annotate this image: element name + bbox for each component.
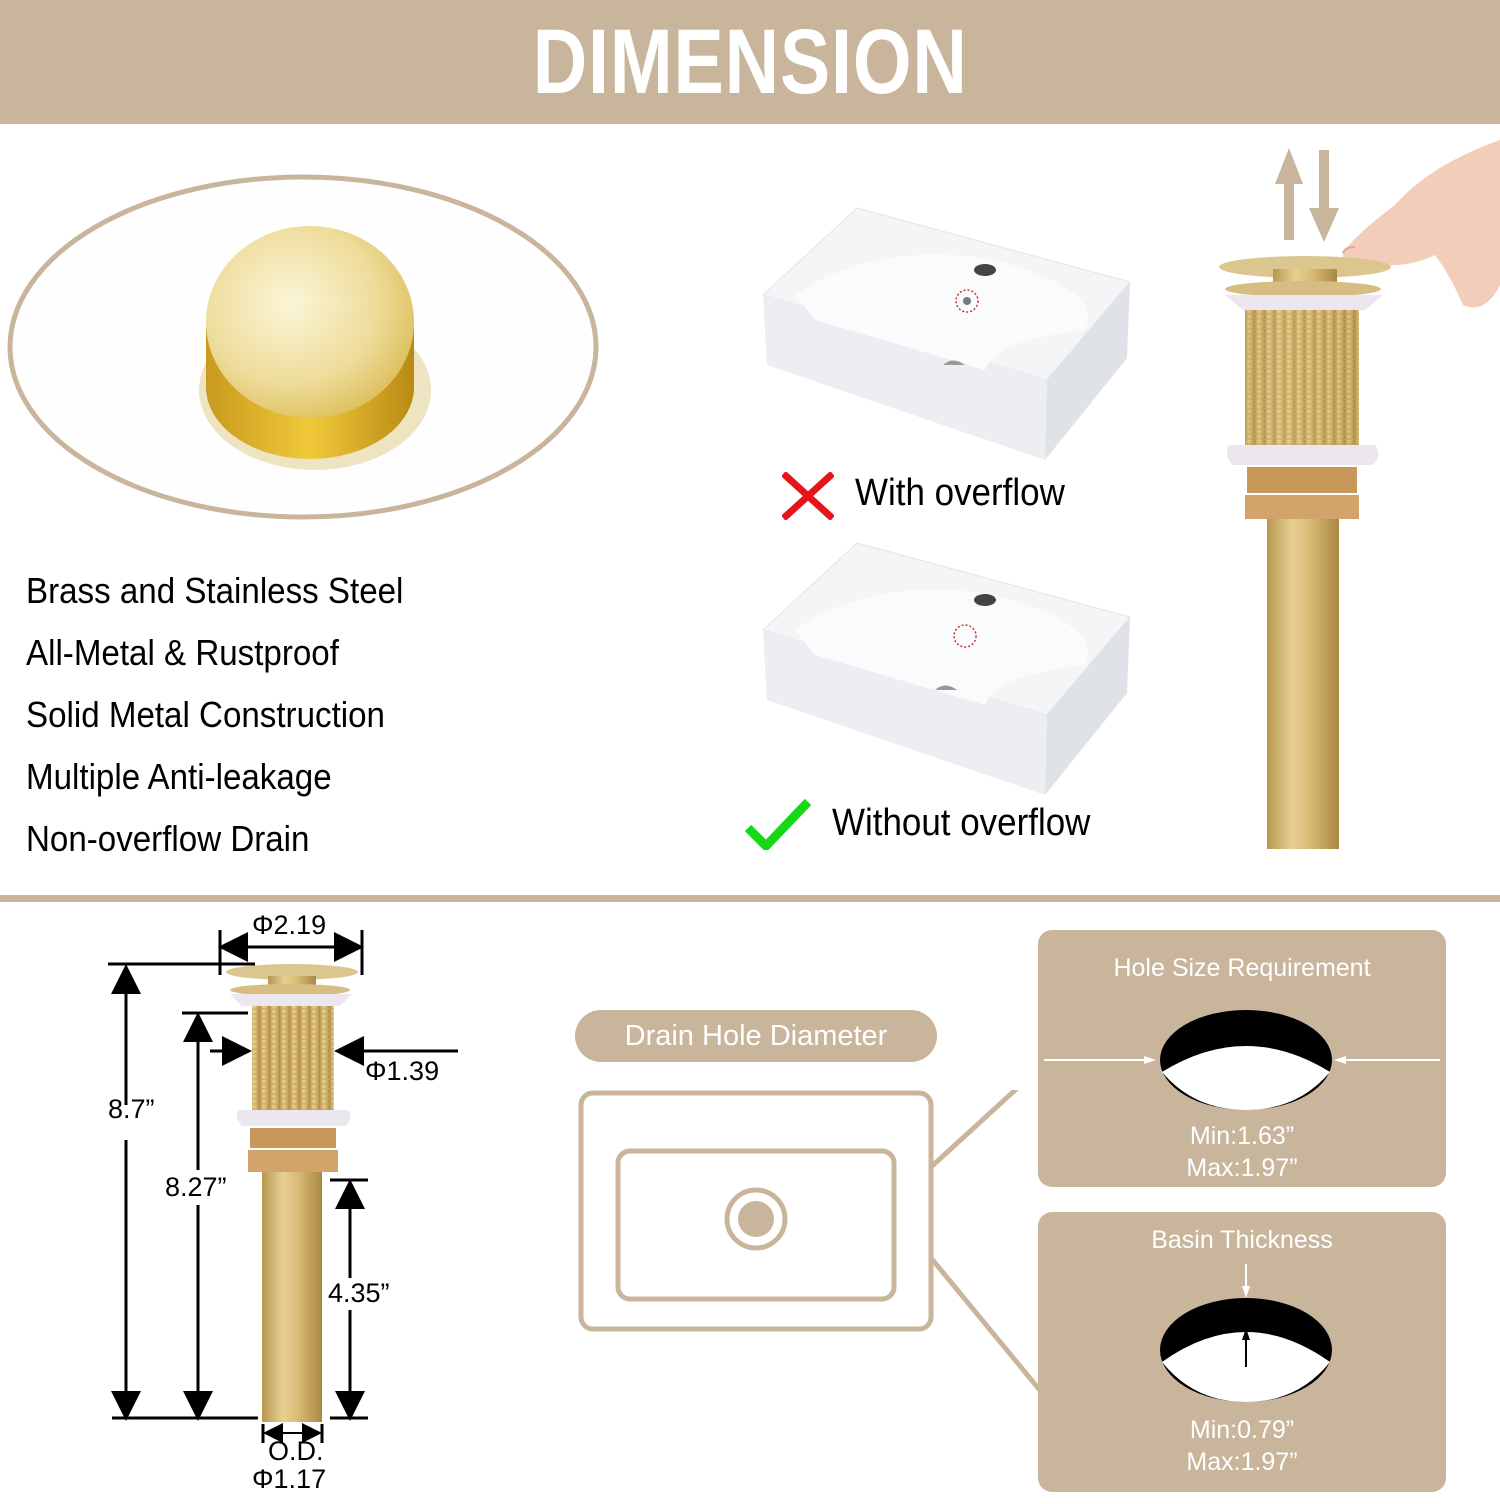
cap-diameter-label: Φ2.19	[252, 910, 327, 940]
feature-item: Brass and Stainless Steel	[26, 570, 404, 611]
drain-hole-diameter-label: Drain Hole Diameter	[575, 1010, 937, 1062]
sink-with-overflow-image	[755, 200, 1135, 465]
section-divider	[0, 895, 1500, 902]
body-height-label: 8.27”	[165, 1172, 227, 1202]
basin-thickness-max: Max:1.97”	[1186, 1448, 1298, 1476]
tail-height-label: 4.35”	[328, 1278, 390, 1308]
with-overflow-label: With overflow	[855, 472, 1065, 514]
feature-item: Multiple Anti-leakage	[26, 756, 332, 797]
page-title: DIMENSION	[532, 10, 968, 113]
check-icon	[744, 796, 812, 853]
up-down-arrows-icon	[1275, 148, 1343, 243]
basin-thickness-min: Min:0.79”	[1189, 1416, 1295, 1444]
basin-diagram	[578, 1058, 1058, 1500]
feature-item: Solid Metal Construction	[26, 694, 385, 735]
pop-up-drain-image	[1215, 255, 1395, 850]
hole-size-icon	[1044, 1010, 1440, 1110]
without-overflow-label: Without overflow	[832, 802, 1091, 844]
cross-icon	[781, 471, 835, 521]
feature-item: All-Metal & Rustproof	[26, 632, 339, 673]
total-height-label: 8.7”	[108, 1094, 155, 1124]
hole-size-panel: Hole Size Requirement Min:1.63” Max:1.97…	[1038, 930, 1446, 1187]
thread-diameter-label: Φ1.39	[365, 1056, 440, 1086]
hole-size-max: Max:1.97”	[1186, 1154, 1298, 1182]
sink-without-overflow-image	[755, 535, 1135, 800]
hole-size-title: Hole Size Requirement	[1113, 954, 1371, 982]
hand-image	[1335, 135, 1500, 320]
basin-thickness-icon	[1160, 1264, 1332, 1402]
basin-thickness-panel: Basin Thickness Min:0.79” Max:1.97”	[1038, 1212, 1446, 1492]
basin-thickness-title: Basin Thickness	[1151, 1226, 1333, 1254]
hole-size-min: Min:1.63”	[1189, 1122, 1295, 1150]
dimension-drawing	[100, 930, 480, 1450]
od-value-label: Φ1.17	[252, 1464, 327, 1494]
header-banner: DIMENSION	[0, 0, 1500, 124]
od-label: O.D.	[268, 1436, 324, 1466]
feature-item: Non-overflow Drain	[26, 818, 310, 859]
drain-closeup-image	[5, 172, 601, 522]
